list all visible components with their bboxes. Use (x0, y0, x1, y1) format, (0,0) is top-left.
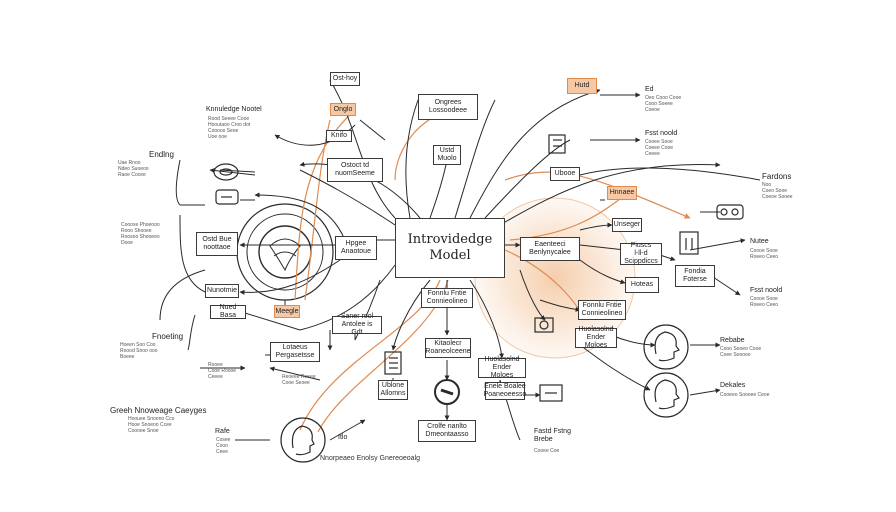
node-mid-e[interactable]: Crolfe nanlto Dmeontaasso (418, 420, 476, 442)
left-globe (236, 203, 334, 301)
note-fast-mold: Cooee Sooe Coeee Cooe Ceeee (645, 139, 674, 157)
label-fast-b: Fsst noold (750, 287, 783, 294)
label-dekales: Dekales (720, 382, 746, 389)
label-rafe: Rafe (215, 428, 230, 435)
node-right-a[interactable]: Hnnaee (607, 186, 637, 200)
node-top-g[interactable]: Hutd (567, 78, 597, 94)
node-top-a[interactable]: Ost‑hoy (330, 72, 360, 86)
note-dekales: Cooeeo Soooee Ceoe (720, 392, 770, 398)
label-nutee: Nutee (750, 238, 769, 245)
node-left-b[interactable]: Nunotmie (205, 284, 239, 298)
label-ending: Endlng (149, 150, 174, 159)
node-top-h[interactable]: Ubooe (550, 167, 580, 181)
label-fnoeting: Fnoeting (152, 332, 184, 341)
node-right-e[interactable]: Fondia Foterse (675, 265, 715, 287)
bottom-caption: Nnorpeaeo Enolsy Gnereoeoalg (320, 455, 421, 462)
node-top-d[interactable]: Ostoct td nuomSeeme (327, 158, 383, 182)
node-left-a[interactable]: Ostd Bue noottaoe (196, 232, 238, 256)
note-fastd: Cooee Coe (534, 448, 560, 454)
node-right-c[interactable]: Unseger (612, 218, 642, 232)
node-top-b[interactable]: Onglo (330, 103, 356, 116)
label-fastd: Fastd Fstng Brebe (534, 428, 571, 443)
node-right-b[interactable]: Eaenteeci Benlynycalee (520, 237, 580, 261)
note-knowledge-model: Rood Seeee Cooe Hooutaoo Croo dot Coooos… (208, 116, 251, 140)
label-fardons: Fardons (762, 172, 792, 181)
note-nutee: Coooe Sooe Roeeo Ceeo (750, 248, 779, 260)
node-left-g[interactable]: Lotaeus Pergasetsse (270, 342, 320, 362)
label-ito: Itlo (338, 434, 348, 441)
note-left-mid: Coooxe Phoeooo Rooo Shooee Roosoo Shooee… (121, 222, 160, 246)
node-mid-c[interactable]: Huolasolnd Ender Moloes (478, 356, 526, 379)
label-rebabe: Rebabe (720, 337, 745, 344)
note-left-center: Reoeee Roeee Cooe Seoee (282, 374, 316, 386)
node-left-f[interactable]: Saner rool Antolee is Gdt (332, 313, 382, 336)
node-mid-a[interactable]: Fonnlu Fntie Connieolineo (421, 288, 473, 308)
note-rafe: Cosee Cooo Ceee (216, 437, 231, 455)
node-top-f[interactable]: Ustd Muolo (433, 145, 461, 165)
node-left-c[interactable]: Nued Basa (210, 304, 246, 319)
node-right-g[interactable]: Fonnlu Fntie Connieolineo (578, 300, 626, 320)
central-title-line1: Introvidedge (407, 232, 493, 247)
node-right-f[interactable]: Hoteas (625, 277, 659, 293)
icon-strokes (213, 134, 744, 463)
node-top-e[interactable]: Ongrees Lossoodeee (418, 94, 478, 120)
node-mid-f[interactable]: Enele Boalee Poaneoeesso (483, 382, 527, 400)
label-green-knowledge: Greeh Nnoweage Caeyges (110, 406, 207, 415)
note-rastied: Rooee Cooe Roooe Ceeee (208, 362, 237, 380)
label-knowledge-model: Knnuledge Nootel (206, 106, 262, 113)
note-fast-b: Coooe Sooe Roeeo Ceeo (750, 296, 779, 308)
node-right-h[interactable]: Huolasolnd Ender Moloes (575, 326, 617, 349)
node-left-d[interactable]: Meegle (274, 305, 300, 318)
node-mid-d[interactable]: Ublone Allomns (378, 380, 408, 400)
note-ed: Oeo Cooo Cooe Cooo Soeee Coeoe (645, 95, 682, 113)
note-rebabe: Cooo Sooeo Cooe Coee Sooooo (720, 346, 762, 358)
note-ending: Uae Rnoo Ndeo Suoeoo Raoe Cocee (118, 160, 149, 178)
label-ed: Ed (645, 86, 654, 93)
node-mid-b[interactable]: Kitaolecr Roaneolceene (425, 338, 471, 358)
note-green-knowledge: Hoouee Snoono Cco Hooe Snoeoo Ccee Coooe… (128, 416, 175, 434)
note-fnoeting: Hoeen Soo Coo Roood Snoo ooo Boeee (120, 342, 158, 360)
central-node[interactable]: Introvidedge Model (395, 218, 505, 278)
node-left-e[interactable]: Hpgee Anaotoue (335, 236, 377, 260)
label-fast-mold: Fsst noold (645, 130, 678, 137)
node-top-c[interactable]: Knifo (326, 130, 352, 142)
node-right-d[interactable]: Piuscs l‑ll‑d Scippdiccs (620, 242, 662, 265)
note-fardons: Noo Coeo Sooe Coeoe Sooee (762, 182, 793, 200)
central-title-line2: Model (429, 248, 471, 263)
